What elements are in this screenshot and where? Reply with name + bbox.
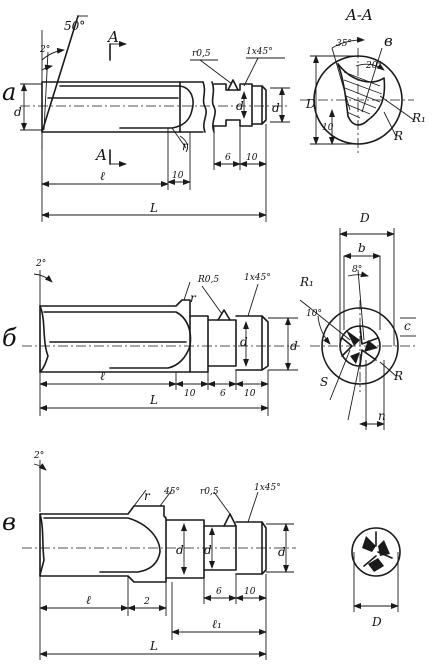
section-b-R-label: R: [393, 369, 403, 383]
variant-b-section: [299, 228, 416, 430]
variant-a-radius-label: r0,5: [192, 49, 211, 59]
variant-v-10-label: 10: [244, 587, 256, 597]
variant-v-view: [22, 460, 296, 660]
variant-v-45-label: 45°: [163, 487, 180, 497]
variant-v-r-label: r: [144, 489, 151, 503]
variant-v-marker: в: [2, 508, 16, 536]
section-b-D-label: D: [359, 211, 370, 225]
angle-50-label: 50°: [64, 19, 85, 33]
section-a-R-label: R: [393, 129, 403, 143]
variant-v-l1-label: ℓ₁: [212, 617, 222, 631]
section-b-R1-label: R₁: [299, 275, 314, 289]
variant-a-d-left-label: d: [14, 105, 22, 119]
variant-a-r-label: r: [182, 139, 189, 153]
variant-a-L-label: L: [149, 201, 158, 215]
variant-a-body: [41, 81, 181, 133]
variant-b-r-label: r: [190, 291, 197, 305]
variant-a-l-label: ℓ: [100, 169, 105, 183]
section-a-D-label: D: [305, 97, 316, 111]
variant-v-6-label: 6: [216, 587, 222, 597]
section-a-b-label: в: [384, 32, 393, 50]
variant-v-l-label: ℓ: [86, 593, 91, 607]
variant-a-d-inner-label: d: [236, 99, 244, 113]
variant-a-view: [20, 15, 290, 222]
variant-v-radius-label: r0,5: [200, 487, 219, 497]
variant-b-marker: б: [2, 324, 17, 352]
variant-v-d1-label: d: [176, 543, 184, 557]
variant-a-section: [300, 36, 415, 154]
angle-2-label: 2°: [39, 45, 50, 55]
variant-b-view: [22, 270, 300, 416]
variant-v-angle-2: 2°: [33, 451, 44, 461]
variant-v-d2-label: d: [204, 543, 212, 557]
variant-b-L-label: L: [149, 393, 158, 407]
section-a-35-label: 35°: [336, 39, 352, 49]
section-b-10-label: 10°: [306, 309, 322, 319]
section-b-b-label: b: [358, 241, 366, 255]
variant-a-d-right-label: d: [272, 101, 280, 115]
section-a-R1-label: R₁: [411, 111, 426, 125]
variant-a-chamfer-label: 1x45°: [246, 47, 273, 57]
variant-v-chamfer-label: 1x45°: [254, 483, 281, 493]
variant-a-neck: [213, 83, 253, 127]
variant-a-cutting-face: [41, 15, 79, 133]
variant-a-6-label: 6: [225, 153, 231, 163]
variant-a-marker: а: [2, 78, 16, 106]
section-b-c-label: c: [404, 319, 411, 333]
variant-v-2-label: 2: [143, 597, 150, 607]
variant-b-l-label: ℓ: [100, 369, 105, 383]
variant-a-10a-label: 10: [172, 171, 184, 181]
section-b-S-label: S: [320, 375, 328, 389]
section-a-20-label: 20°: [365, 61, 382, 71]
variant-a-10b-label: 10: [246, 153, 258, 163]
variant-v-body: [39, 505, 167, 583]
section-a-10-label: 10: [322, 123, 334, 133]
variant-b-d-outer-label: d: [290, 339, 298, 353]
section-v-D-label: D: [371, 615, 382, 629]
cut-a-bottom-label: A: [94, 146, 107, 164]
variant-b-body: [39, 299, 191, 373]
variant-b-radius-label: R0,5: [197, 275, 219, 285]
variant-v-neck: [165, 519, 267, 579]
variant-v-d3-label: d: [278, 545, 286, 559]
variant-b-neck: [189, 315, 269, 373]
variant-a-flute: [59, 85, 194, 129]
cut-a-top-label: A: [106, 28, 119, 46]
variant-b-10a-label: 10: [184, 389, 196, 399]
section-b-8-label: 8°: [352, 265, 362, 275]
section-b-n-label: n: [378, 409, 386, 423]
variant-b-angle-2: 2°: [35, 259, 46, 269]
variant-v-section: [351, 527, 401, 612]
variant-b-6-label: 6: [220, 389, 226, 399]
variant-b-chamfer-label: 1x45°: [244, 273, 271, 283]
section-a-title: A-A: [344, 6, 373, 24]
variant-b-d-inner-label: d: [240, 335, 248, 349]
variant-v-L-label: L: [149, 639, 158, 653]
variant-b-10b-label: 10: [244, 389, 256, 399]
